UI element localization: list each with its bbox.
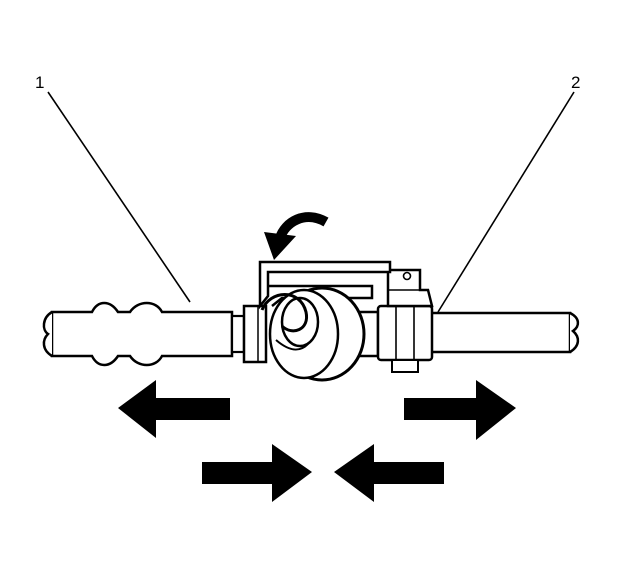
callout-leader-1 xyxy=(47,91,191,303)
arrow-push-right-icon xyxy=(202,444,312,502)
rotate-arrow-icon xyxy=(264,212,329,260)
disconnect-tool xyxy=(258,260,392,382)
left-pipe xyxy=(42,301,268,367)
arrow-push-left-icon xyxy=(334,444,444,502)
connector-body xyxy=(354,268,434,373)
arrow-left-icon xyxy=(118,380,230,438)
retainer-pin-icon xyxy=(402,271,412,281)
arrow-right-icon xyxy=(404,380,516,440)
callout-label-2: 2 xyxy=(571,73,580,92)
right-pipe xyxy=(430,311,580,354)
callout-label-1: 1 xyxy=(35,73,44,92)
callout-leader-2 xyxy=(437,91,575,313)
